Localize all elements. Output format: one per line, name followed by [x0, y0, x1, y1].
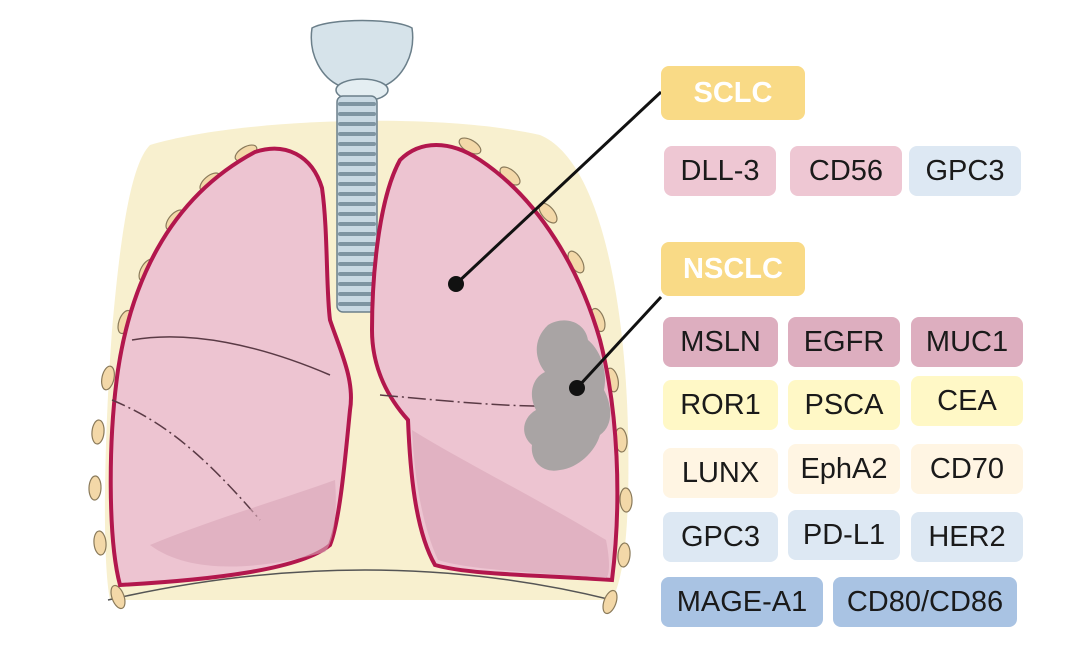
- marker-cd80-cd86: CD80/CD86: [833, 577, 1017, 627]
- marker-msln: MSLN: [663, 317, 778, 367]
- sclc-pointer-line: [454, 90, 663, 286]
- marker-cea: CEA: [911, 376, 1023, 426]
- marker-her2: HER2: [911, 512, 1023, 562]
- marker-mage-a1: MAGE-A1: [661, 577, 823, 627]
- marker-pdl1: PD-L1: [788, 510, 900, 560]
- diaphragm-line: [107, 569, 613, 601]
- tumor: [524, 320, 611, 471]
- sclc-header: SCLC: [661, 66, 805, 120]
- marker-cd56: CD56: [790, 146, 902, 196]
- nsclc-header: NSCLC: [661, 242, 805, 296]
- left-lung-fissure-2: [111, 399, 261, 521]
- marker-egfr: EGFR: [788, 317, 900, 367]
- left-lung-fissure: [131, 336, 331, 376]
- marker-lunx: LUNX: [663, 448, 778, 498]
- left-lung-base-shade: [150, 480, 336, 567]
- marker-muc1: MUC1: [911, 317, 1023, 367]
- larynx: [310, 19, 414, 87]
- marker-gpc3-sclc: GPC3: [909, 146, 1021, 196]
- marker-dll3: DLL-3: [664, 146, 776, 196]
- nsclc-pointer-line: [575, 295, 663, 390]
- marker-gpc3-nsclc: GPC3: [663, 512, 778, 562]
- right-lung-base-shade: [412, 430, 609, 578]
- marker-ror1: ROR1: [663, 380, 778, 430]
- nsclc-pointer-dot: [569, 380, 585, 396]
- left-lung: [108, 146, 353, 588]
- right-lung-fissure: [379, 394, 606, 408]
- sclc-pointer-dot: [448, 276, 464, 292]
- marker-cd70: CD70: [911, 444, 1023, 494]
- marker-epha2: EphA2: [788, 444, 900, 494]
- marker-psca: PSCA: [788, 380, 900, 430]
- tracheal-rings: [338, 102, 376, 306]
